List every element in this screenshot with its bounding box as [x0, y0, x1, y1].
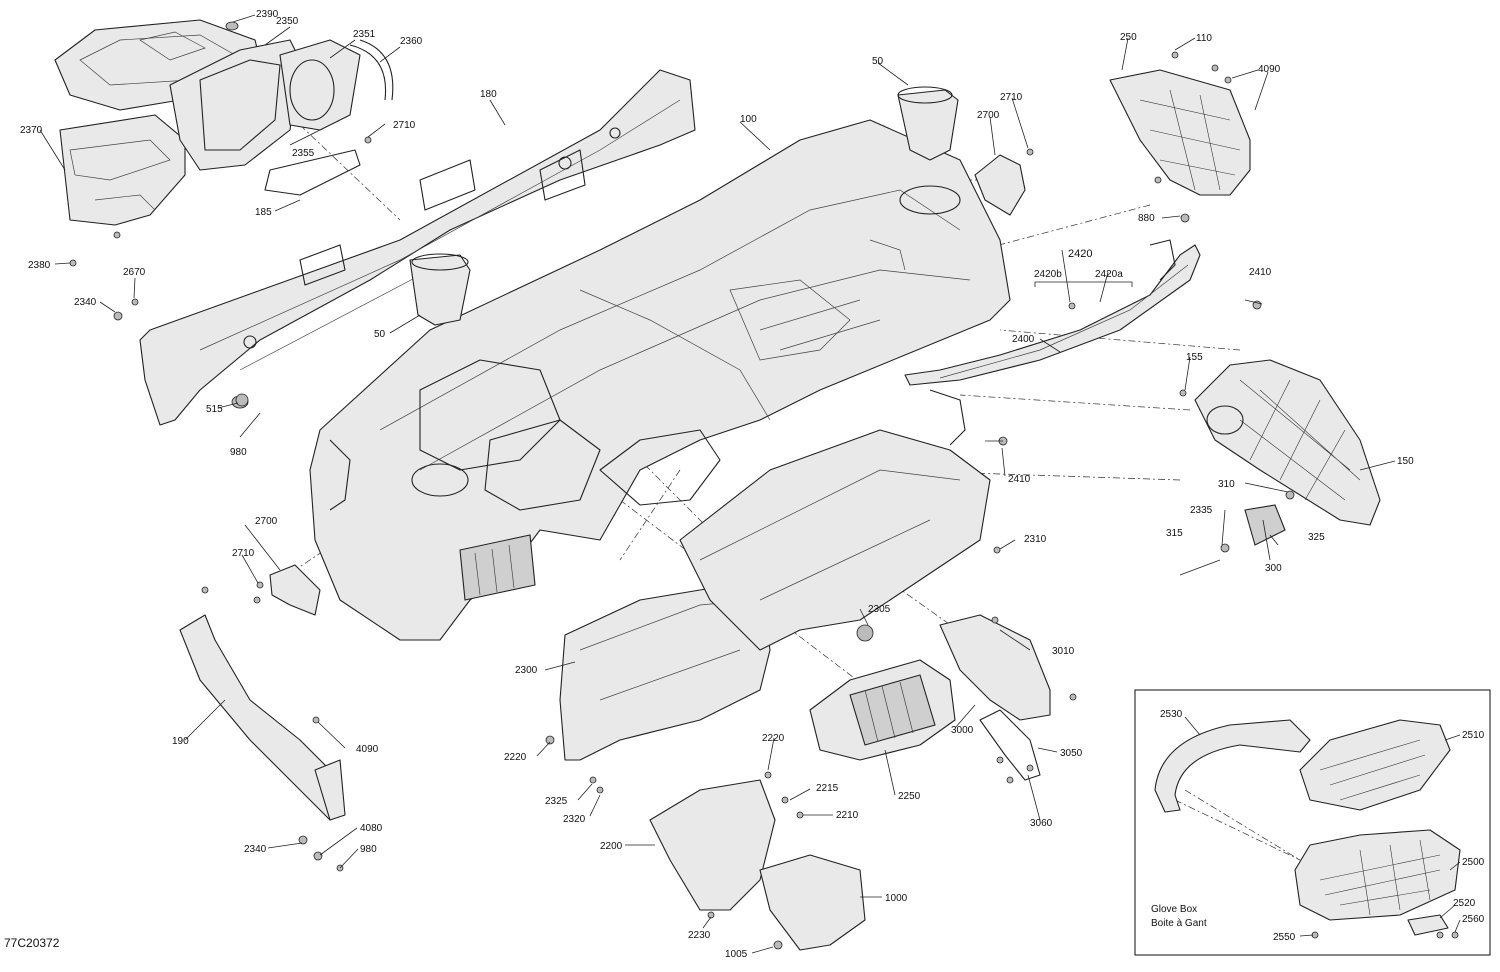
callout-3010: 3010 [1052, 646, 1075, 657]
housing-150 [1194, 359, 1381, 546]
callout-2410-right: 2410 [1249, 267, 1272, 278]
callout-labels: 2390 2350 2351 2360 2370 2355 2710 185 1… [4, 9, 1485, 960]
callout-2351: 2351 [353, 29, 376, 40]
bracket-2700-left [269, 564, 321, 616]
bracket-2200 [649, 779, 776, 911]
callout-2355: 2355 [292, 148, 315, 159]
hardware-fasteners [69, 51, 1295, 950]
callout-2300: 2300 [515, 665, 538, 676]
callout-2710-right: 2710 [1000, 92, 1023, 103]
callout-110: 110 [1196, 33, 1212, 44]
callout-2210: 2210 [836, 810, 859, 821]
callout-2340-bottom: 2340 [244, 844, 267, 855]
callout-100: 100 [740, 114, 757, 125]
callout-2220-left: 2220 [504, 752, 527, 763]
main-dashboard [309, 119, 1011, 641]
lower-tray [679, 429, 991, 651]
instrument-cluster-assembly [54, 19, 394, 239]
grab-bar-2400 [904, 239, 1201, 446]
callout-2390: 2390 [256, 9, 279, 20]
callout-325: 325 [1308, 532, 1325, 543]
callout-3060: 3060 [1030, 818, 1053, 829]
callout-190: 190 [172, 736, 189, 747]
callout-2335: 2335 [1190, 505, 1213, 516]
callout-2410-center: 2410 [1008, 474, 1031, 485]
callout-2710-left: 2710 [232, 548, 255, 559]
callout-3050: 3050 [1060, 748, 1083, 759]
callout-880: 880 [1138, 213, 1155, 224]
callout-2700-left: 2700 [255, 516, 278, 527]
callout-2360: 2360 [400, 36, 423, 47]
callout-300: 300 [1265, 563, 1282, 574]
cup-holder-right [897, 86, 959, 161]
callout-185: 185 [255, 207, 272, 218]
cup-holder-left [409, 253, 471, 326]
callout-4090-left: 4090 [356, 744, 379, 755]
callout-2700-right: 2700 [977, 110, 1000, 121]
callout-2530: 2530 [1160, 709, 1183, 720]
callout-2550: 2550 [1273, 932, 1296, 943]
callout-980-bottom: 980 [360, 844, 377, 855]
vent-panel-2250 [809, 659, 956, 761]
callout-2220-right: 2220 [762, 733, 785, 744]
glove-box-inset [1134, 689, 1491, 956]
cover-1000 [759, 854, 866, 951]
callout-2250: 2250 [898, 791, 921, 802]
callout-50-right: 50 [872, 56, 884, 67]
callout-980-top: 980 [230, 447, 247, 458]
callout-2310: 2310 [1024, 534, 1047, 545]
callout-515: 515 [206, 404, 223, 415]
callout-2320: 2320 [563, 814, 586, 825]
callout-180: 180 [480, 89, 497, 100]
callout-1005: 1005 [725, 949, 748, 960]
callout-2400: 2400 [1012, 334, 1035, 345]
callout-2420b: 2420b [1034, 269, 1062, 280]
callout-2670: 2670 [123, 267, 146, 278]
group-bracket-2420 [1034, 281, 1133, 287]
callout-2215: 2215 [816, 783, 839, 794]
callout-150: 150 [1397, 456, 1414, 467]
callout-2500: 2500 [1462, 857, 1485, 868]
callout-2380: 2380 [28, 260, 51, 271]
housing-250 [1109, 69, 1251, 196]
leader-lines [39, 14, 1396, 954]
callout-2230: 2230 [688, 930, 711, 941]
inset-caption-line2: Boite à Gant [1151, 918, 1207, 929]
callout-315: 315 [1166, 528, 1183, 539]
callout-50-left: 50 [374, 329, 386, 340]
callout-2420a: 2420a [1095, 269, 1123, 280]
callout-2370: 2370 [20, 125, 43, 136]
callout-2510: 2510 [1462, 730, 1485, 741]
callout-2350: 2350 [276, 16, 299, 27]
callout-250: 250 [1120, 32, 1137, 43]
callout-155: 155 [1186, 352, 1203, 363]
callout-2340-top: 2340 [74, 297, 97, 308]
side-piece-3000 [939, 614, 1051, 781]
callout-2325: 2325 [545, 796, 568, 807]
upper-dash-beam [139, 69, 696, 426]
bracket-2700-right [974, 154, 1026, 216]
side-strip-190 [179, 614, 346, 821]
callout-310: 310 [1218, 479, 1235, 490]
callout-2420: 2420 [1068, 248, 1092, 260]
diagram-code: 77C20372 [4, 936, 60, 950]
callout-2305: 2305 [868, 604, 891, 615]
callout-2520: 2520 [1453, 898, 1476, 909]
inset-caption-line1: Glove Box [1151, 904, 1197, 915]
callout-4090-top: 4090 [1258, 64, 1281, 75]
callout-4080: 4080 [360, 823, 383, 834]
callout-2200: 2200 [600, 841, 623, 852]
callout-2710-top: 2710 [393, 120, 416, 131]
callout-3000: 3000 [951, 725, 974, 736]
callout-2560: 2560 [1462, 914, 1485, 925]
callout-1000: 1000 [885, 893, 908, 904]
